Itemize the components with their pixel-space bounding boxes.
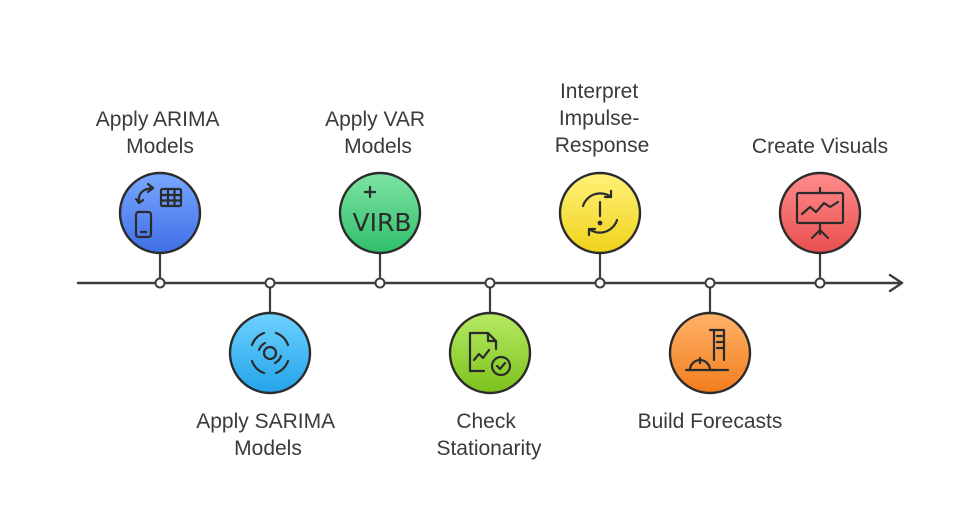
step-label-sarima: Apply SARIMA Models <box>196 410 340 460</box>
step-arima: Apply ARIMA Models <box>96 108 224 289</box>
step-stationarity: Check Stationarity <box>436 277 542 460</box>
var-formula-icon: VIRB <box>353 185 412 237</box>
step-label-arima: Apply ARIMA Models <box>96 108 224 158</box>
forecast-construction-icon <box>684 328 730 372</box>
timeline-node <box>814 277 826 289</box>
timeline-node <box>154 277 166 289</box>
arrow-head-icon <box>888 273 904 293</box>
step-var: VIRB Apply VAR Models <box>325 108 431 289</box>
step-label-impulse: Interpret Impulse- Response <box>555 80 650 157</box>
timeline-node <box>264 277 276 289</box>
step-label-forecasts: Build Forecasts <box>638 410 783 433</box>
step-impulse: Interpret Impulse- Response <box>555 80 650 289</box>
step-circle <box>448 311 532 395</box>
step-circle <box>668 311 752 395</box>
timeline-node <box>484 277 496 289</box>
step-label-var: Apply VAR Models <box>325 108 431 158</box>
step-circle <box>228 311 312 395</box>
step-circle <box>338 171 422 255</box>
stationarity-check-icon <box>468 331 512 377</box>
impulse-alert-icon <box>581 189 619 237</box>
timeline-node <box>374 277 386 289</box>
step-label-visuals: Create Visuals <box>752 135 888 158</box>
sarima-cycle-icon <box>250 331 290 375</box>
step-label-stationarity: Check Stationarity <box>436 410 542 460</box>
svg-text:VIRB: VIRB <box>353 208 412 237</box>
timeline-node <box>704 277 716 289</box>
arima-transform-icon <box>134 182 183 239</box>
step-forecasts: Build Forecasts <box>638 277 783 433</box>
step-circle <box>778 171 862 255</box>
step-sarima: Apply SARIMA Models <box>196 277 340 460</box>
presentation-board-icon <box>795 186 845 240</box>
timeline-node <box>594 277 606 289</box>
step-circle <box>118 171 202 255</box>
step-visuals: Create Visuals <box>752 135 888 289</box>
